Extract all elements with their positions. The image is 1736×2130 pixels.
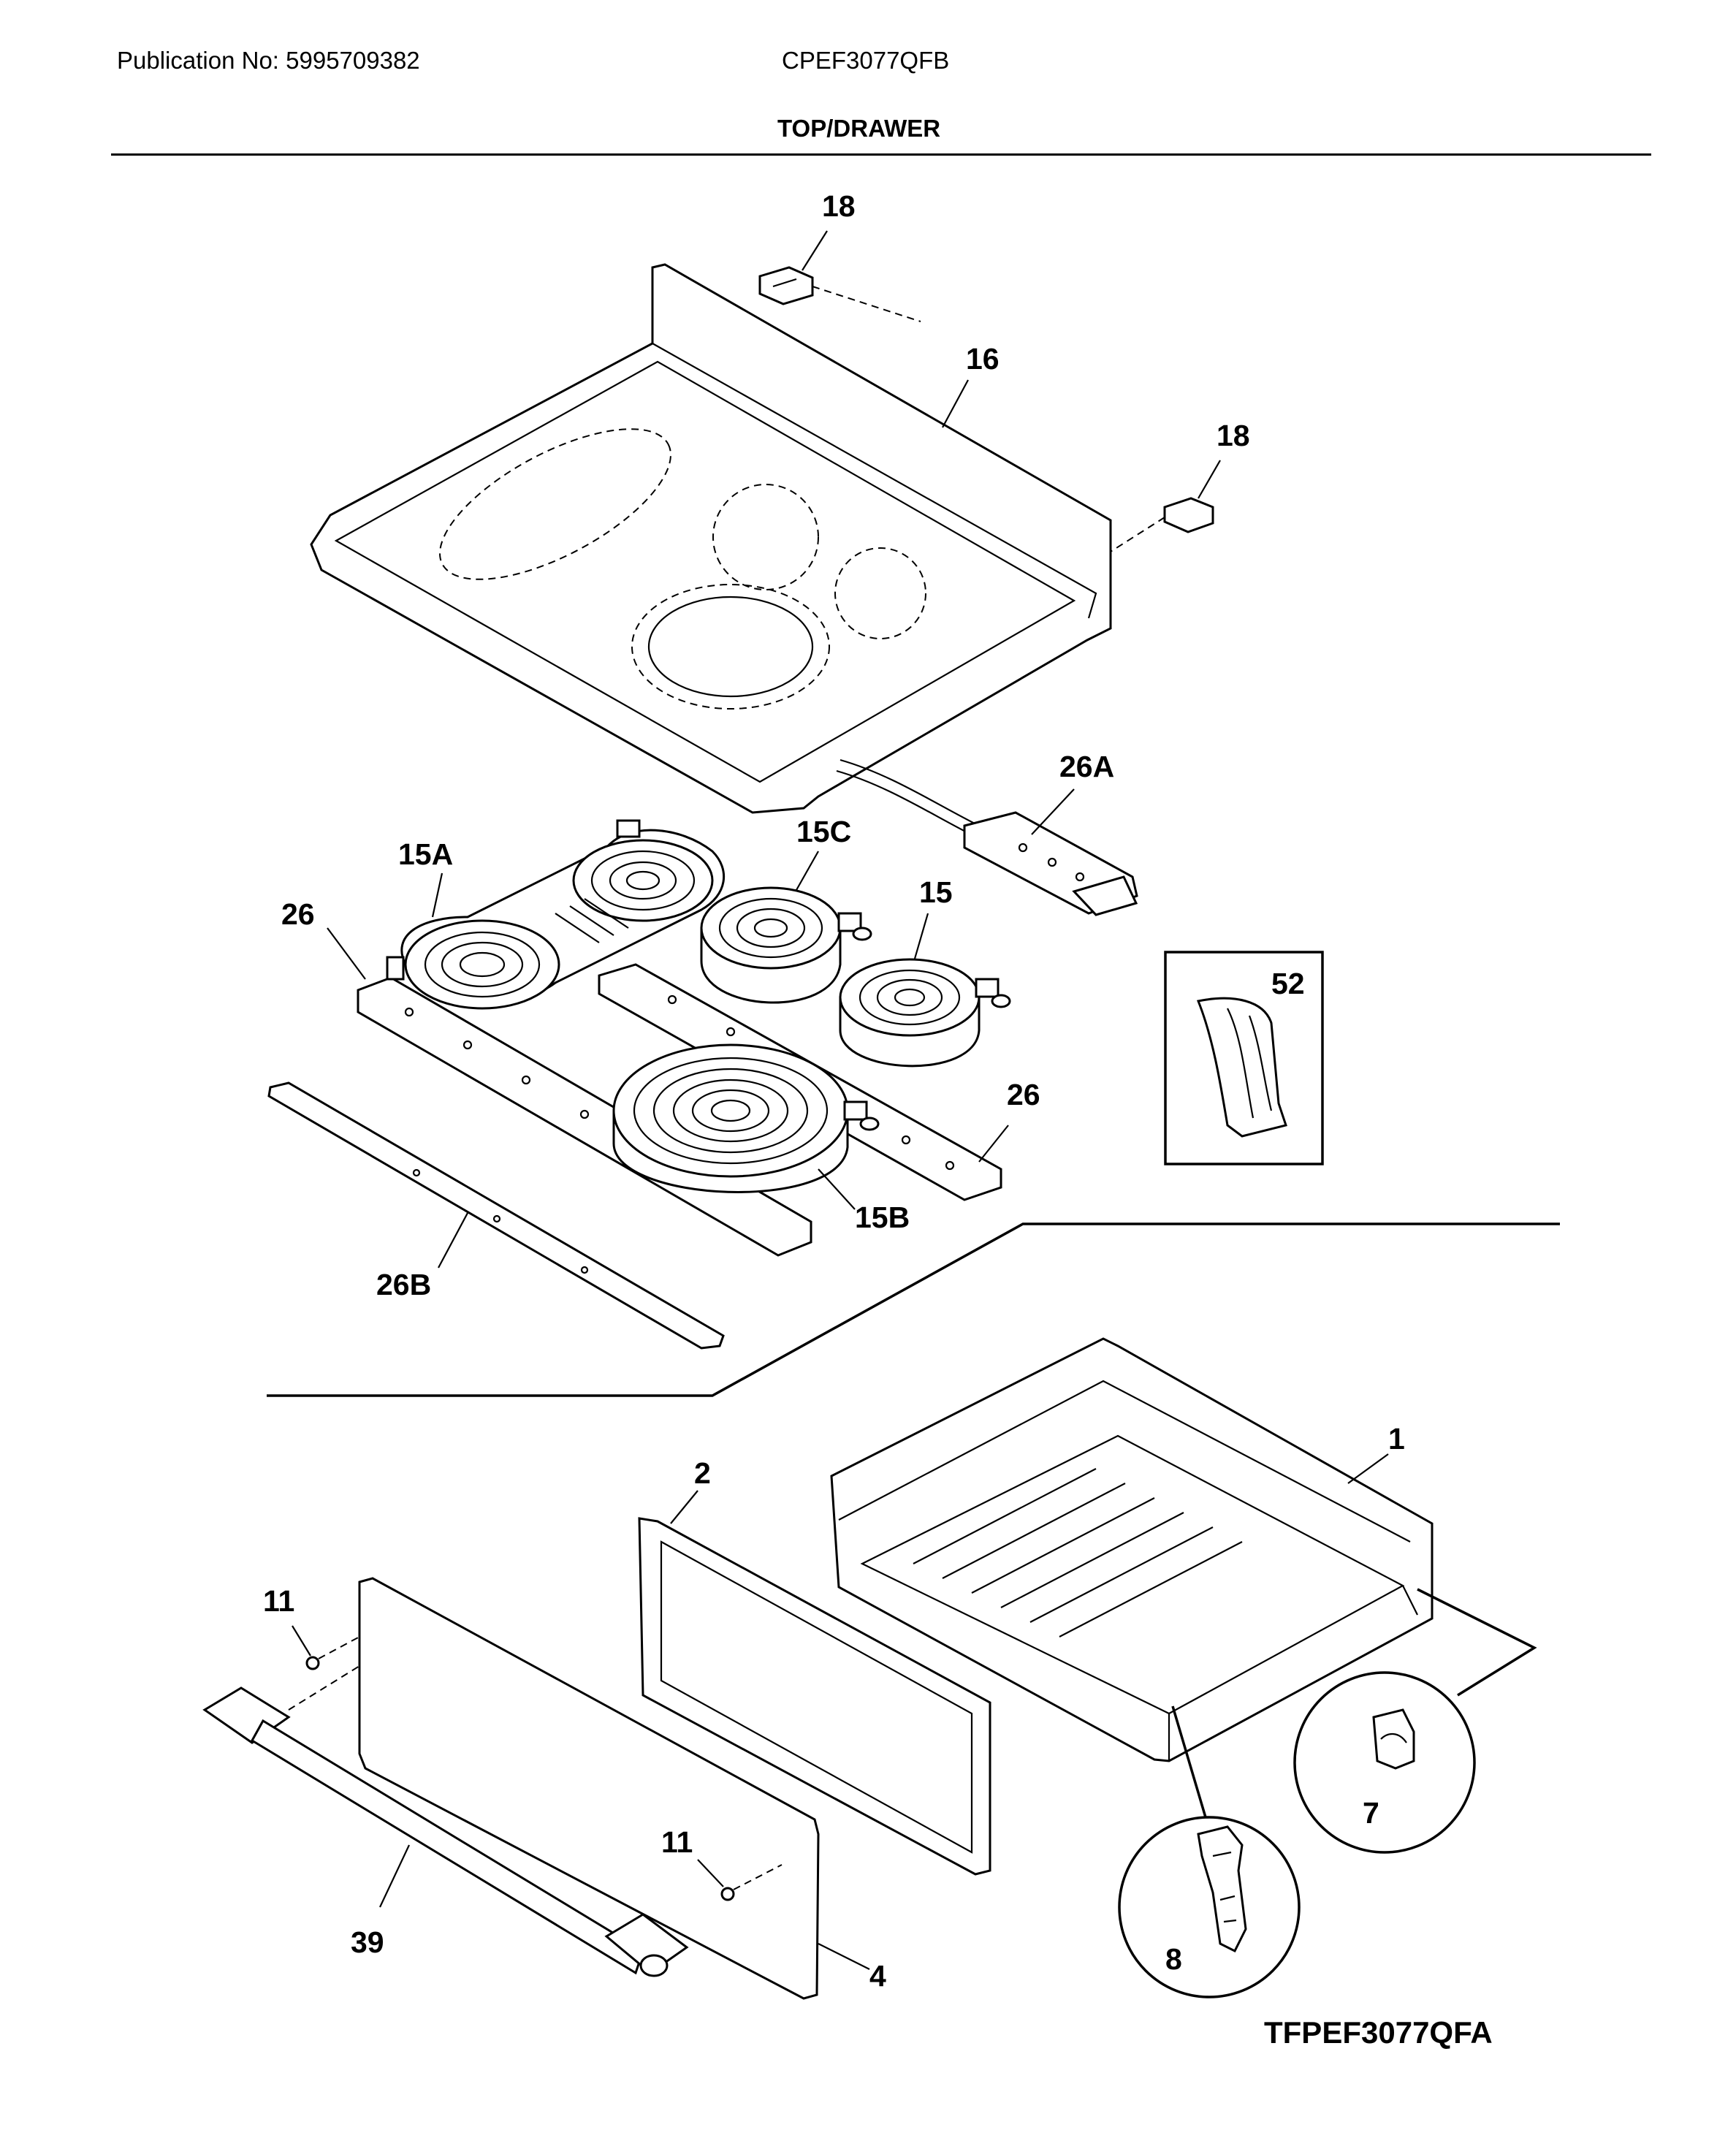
callout-1: 1 (1388, 1422, 1405, 1456)
leader-26A (1031, 788, 1075, 835)
leader-7 (1417, 1588, 1537, 1697)
section-title: TOP/DRAWER (777, 115, 941, 142)
callout-11-top: 11 (263, 1584, 294, 1618)
figure-code: TFPEF3077QFA (1264, 2015, 1493, 2050)
part-11-screw-top (305, 1656, 320, 1670)
leader-11b (697, 1859, 724, 1887)
leader-16 (942, 379, 969, 428)
part-52-inset (1164, 951, 1324, 1165)
part-26B-strip (267, 1081, 725, 1350)
part-15C-element (700, 886, 872, 1004)
callout-2: 2 (694, 1456, 711, 1490)
part-7-slide-inset (1293, 1671, 1476, 1854)
leader-18b (1198, 460, 1221, 499)
publication-number: Publication No: 5995709382 (117, 47, 420, 74)
part-11-screw-bottom (720, 1887, 735, 1901)
leader-dash-18b (1110, 517, 1165, 552)
part-26A-harness (836, 758, 1138, 916)
leader-dash-11b (733, 1864, 783, 1890)
leader-15B (818, 1168, 856, 1210)
leader-dash-11a (318, 1636, 360, 1659)
leader-1 (1347, 1453, 1389, 1484)
header-divider (111, 153, 1651, 156)
part-39-handle (202, 1686, 689, 1977)
callout-15B: 15B (855, 1201, 910, 1234)
callout-26-right: 26 (1007, 1078, 1040, 1111)
model-number: CPEF3077QFB (782, 47, 950, 74)
part-18-bracket-top (758, 266, 814, 305)
callout-26B: 26B (376, 1268, 431, 1301)
leader-18a (802, 230, 828, 271)
part-8-latch-inset (1118, 1816, 1301, 1998)
callout-26A: 26A (1059, 750, 1114, 783)
callout-4: 4 (869, 1959, 886, 1993)
leader-dash-18a (812, 286, 921, 322)
callout-7: 7 (1363, 1796, 1379, 1830)
part-1-drawer (830, 1337, 1434, 1762)
callout-15A: 15A (398, 837, 453, 871)
callout-18-top: 18 (822, 189, 856, 223)
leader-26b (978, 1125, 1009, 1163)
leader-2 (670, 1490, 698, 1524)
part-16-cooktop (310, 263, 1112, 814)
part-15B-element (612, 1043, 880, 1193)
callout-26-left: 26 (281, 897, 315, 931)
part-15A-bridge-element (386, 819, 725, 1010)
leader-8 (1171, 1705, 1207, 1818)
callout-39: 39 (351, 1925, 384, 1959)
callout-8: 8 (1165, 1942, 1182, 1976)
leader-11a (292, 1625, 311, 1657)
leader-26a (327, 927, 366, 980)
callout-11-bottom: 11 (661, 1825, 693, 1859)
section-separator (267, 1222, 1560, 1397)
callout-18-right: 18 (1217, 419, 1250, 452)
leader-4 (818, 1943, 870, 1970)
leader-15A (431, 872, 443, 918)
leader-dash-39 (288, 1665, 360, 1711)
leader-15C (796, 851, 819, 891)
callout-15C: 15C (796, 815, 851, 848)
callout-15: 15 (919, 875, 953, 909)
part-18-bracket-right (1163, 497, 1214, 533)
leader-26B (438, 1212, 468, 1269)
leader-15 (913, 913, 929, 959)
part-15-element (839, 958, 1011, 1068)
part-4-drawer-front (358, 1577, 820, 2000)
callout-16: 16 (966, 342, 1000, 376)
callout-52: 52 (1271, 967, 1305, 1000)
part-2-liner (638, 1517, 991, 1876)
leader-39 (379, 1844, 410, 1908)
